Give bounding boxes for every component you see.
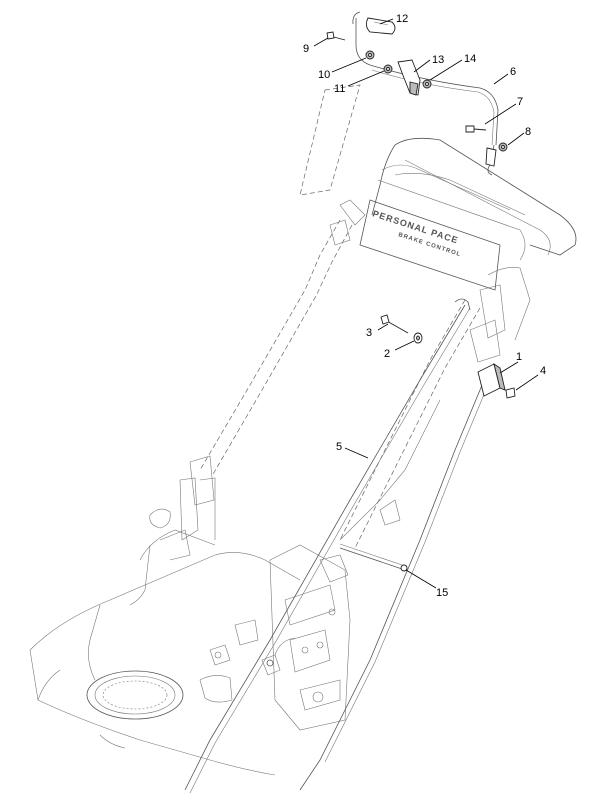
part-8-nut xyxy=(498,142,508,152)
callout-6: 6 xyxy=(510,66,516,78)
callout-2: 2 xyxy=(384,348,390,360)
linkage-rod-15 xyxy=(339,499,408,572)
part-1-bracket xyxy=(477,362,506,397)
callout-3: 3 xyxy=(366,327,372,339)
callout-labels: 1 2 3 4 5 6 7 8 9 10 11 12 13 14 15 xyxy=(303,13,546,599)
handle-left-tube xyxy=(149,219,353,561)
transmission-housing xyxy=(261,544,351,731)
bail-cable-6 xyxy=(352,11,499,176)
callout-4: 4 xyxy=(540,365,546,377)
part-4-bolt xyxy=(505,387,516,399)
callout-9: 9 xyxy=(303,43,309,55)
part-13-lever xyxy=(397,59,421,96)
discharge-chute-opening xyxy=(86,670,184,720)
part-14-nut xyxy=(422,79,432,89)
part-3-bolt xyxy=(380,314,409,334)
handle-right-tube xyxy=(339,299,481,549)
part-10-nut xyxy=(365,50,375,60)
leader-lines xyxy=(313,18,539,589)
callout-8: 8 xyxy=(525,126,531,138)
callout-7: 7 xyxy=(517,96,523,108)
part-11-nut xyxy=(383,64,393,74)
callout-1: 1 xyxy=(516,351,522,363)
callout-10: 10 xyxy=(318,69,330,81)
callout-11: 11 xyxy=(334,83,345,95)
callout-5: 5 xyxy=(336,441,342,453)
part-9-bolt xyxy=(326,31,346,41)
part-2-washer xyxy=(413,332,423,344)
mower-deck xyxy=(29,529,301,776)
handle-upper-crossbar xyxy=(299,84,577,363)
part-7-screw xyxy=(465,125,487,133)
cable-5 xyxy=(184,298,471,794)
callout-15: 15 xyxy=(436,587,448,599)
part-12-grip xyxy=(365,17,396,35)
control-rod xyxy=(299,377,491,791)
callout-14: 14 xyxy=(464,53,476,65)
control-panel: PERSONAL PACE BRAKE CONTROL xyxy=(359,173,526,291)
callout-12: 12 xyxy=(396,13,408,25)
callout-13: 13 xyxy=(432,54,444,66)
